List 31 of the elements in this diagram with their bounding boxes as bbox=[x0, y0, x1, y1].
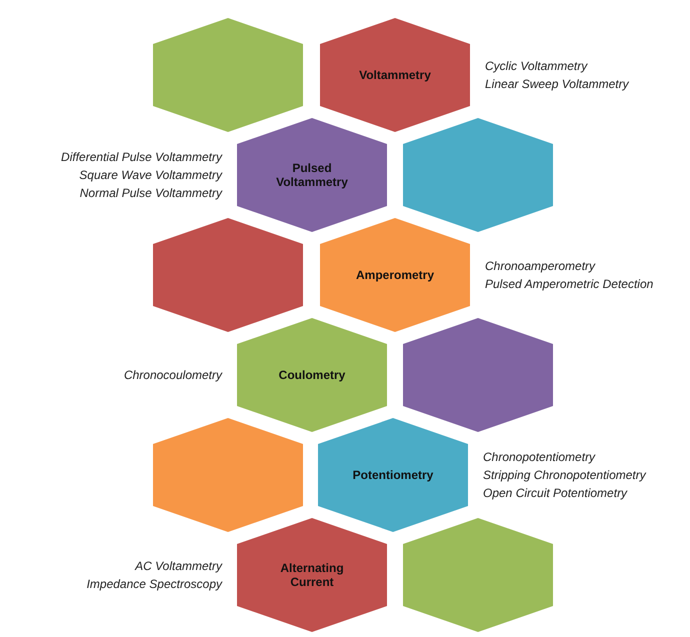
node-label: Voltammetry bbox=[358, 68, 432, 82]
hexagon-shape bbox=[403, 118, 553, 232]
node-label: Amperometry bbox=[354, 268, 436, 282]
method-text: Pulsed Amperometric Detection bbox=[485, 277, 654, 291]
hexagon-label-shape bbox=[320, 18, 470, 132]
hexagon-shape bbox=[153, 18, 303, 132]
hexagon-label-shape bbox=[237, 518, 387, 632]
node-label: Pulsed Voltammetry bbox=[275, 161, 349, 189]
hexagon-label-shape bbox=[237, 118, 387, 232]
method-text: Square Wave Voltammetry bbox=[78, 168, 222, 182]
method-text: Chronopotentiometry bbox=[483, 450, 596, 464]
hexagon-shape bbox=[403, 318, 553, 432]
hexagon-label-shape bbox=[318, 418, 468, 532]
hexagon-label-shape bbox=[237, 318, 387, 432]
method-text: AC Voltammetry bbox=[134, 559, 222, 573]
node-label: Coulometry bbox=[278, 368, 346, 382]
method-text: Linear Sweep Voltammetry bbox=[485, 77, 630, 91]
method-text: Impedance Spectroscopy bbox=[86, 577, 222, 591]
method-text: Normal Pulse Voltammetry bbox=[78, 186, 222, 200]
method-text: Differential Pulse Voltammetry bbox=[60, 150, 222, 164]
hexagon-label-shape bbox=[320, 218, 470, 332]
node-label: Potentiometry bbox=[352, 468, 434, 482]
method-text: Stripping Chronopotentiometry bbox=[483, 468, 648, 482]
method-text: Chronoamperometry bbox=[485, 259, 596, 273]
method-text: Open Circuit Potentiometry bbox=[483, 486, 628, 500]
method-text: Chronocoulometry bbox=[122, 368, 222, 382]
hexagon-shape bbox=[153, 218, 303, 332]
method-text: Cyclic Voltammetry bbox=[485, 59, 589, 73]
node-label: Alternating Current bbox=[279, 561, 345, 589]
hexagon-shape bbox=[153, 418, 303, 532]
hexagon-shape bbox=[403, 518, 553, 632]
